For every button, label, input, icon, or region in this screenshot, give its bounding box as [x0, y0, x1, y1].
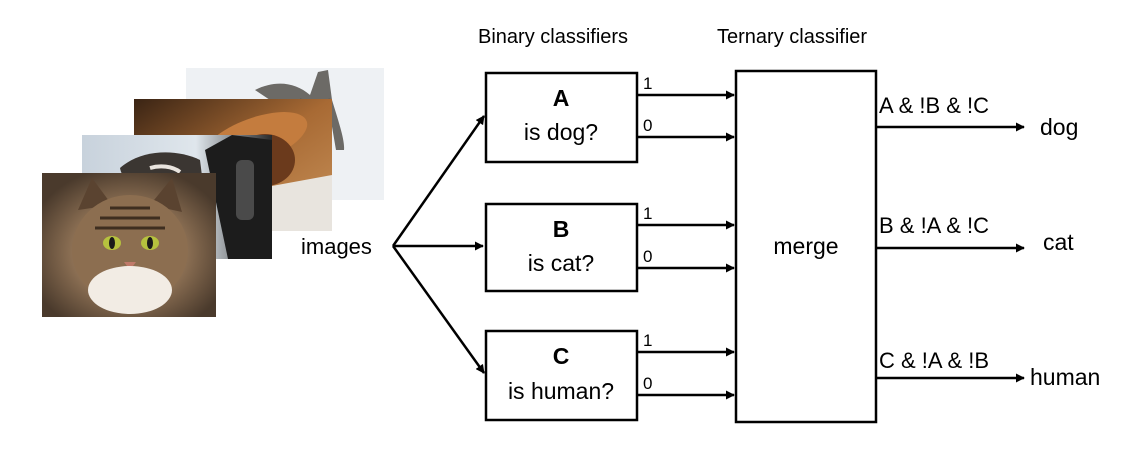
- classifier-a-box: [484, 71, 639, 164]
- classifier-b-box: [484, 202, 639, 293]
- classifier-c-box: [484, 329, 639, 422]
- output-human-label: human: [1030, 364, 1100, 390]
- merge-block: merge: [734, 69, 878, 424]
- classifier-c-letter: C: [553, 343, 570, 369]
- classifier-c: C is human? 1 0: [484, 329, 735, 422]
- classifier-b-letter: B: [553, 216, 570, 242]
- classifier-c-question: is human?: [508, 378, 614, 404]
- classifier-a: A is dog? 1 0: [484, 71, 735, 164]
- classifier-a-letter: A: [553, 85, 570, 111]
- images-label: images: [301, 234, 372, 259]
- classifier-b-out1-label: 1: [643, 204, 652, 223]
- output-human: C & !A & !B human: [876, 348, 1100, 390]
- photo-stack: [42, 68, 384, 317]
- output-dog: A & !B & !C dog: [876, 93, 1078, 140]
- tabby-cat-photo: [42, 173, 216, 317]
- binary-classifiers-header: Binary classifiers: [478, 26, 628, 48]
- ternary-classifier-header: Ternary classifier: [717, 26, 867, 48]
- classifier-c-out0-label: 0: [643, 374, 652, 393]
- output-cat: B & !A & !C cat: [876, 213, 1074, 255]
- output-dog-rule: A & !B & !C: [879, 93, 989, 118]
- classifier-a-out0-label: 0: [643, 116, 652, 135]
- output-human-rule: C & !A & !B: [879, 348, 989, 373]
- merge-box: [734, 69, 878, 424]
- classifier-c-out1-label: 1: [643, 331, 652, 350]
- output-dog-label: dog: [1040, 114, 1078, 140]
- classifier-a-question: is dog?: [524, 119, 598, 145]
- classifier-b-out0-label: 0: [643, 247, 652, 266]
- classifier-b: B is cat? 1 0: [484, 202, 735, 293]
- arrow-images-to-c: [391, 245, 486, 374]
- arrow-images-to-a: [391, 115, 486, 247]
- merge-label: merge: [773, 233, 838, 259]
- output-cat-rule: B & !A & !C: [879, 213, 989, 238]
- classifier-a-out1-label: 1: [643, 74, 652, 93]
- output-cat-label: cat: [1043, 229, 1074, 255]
- classifier-b-question: is cat?: [528, 250, 594, 276]
